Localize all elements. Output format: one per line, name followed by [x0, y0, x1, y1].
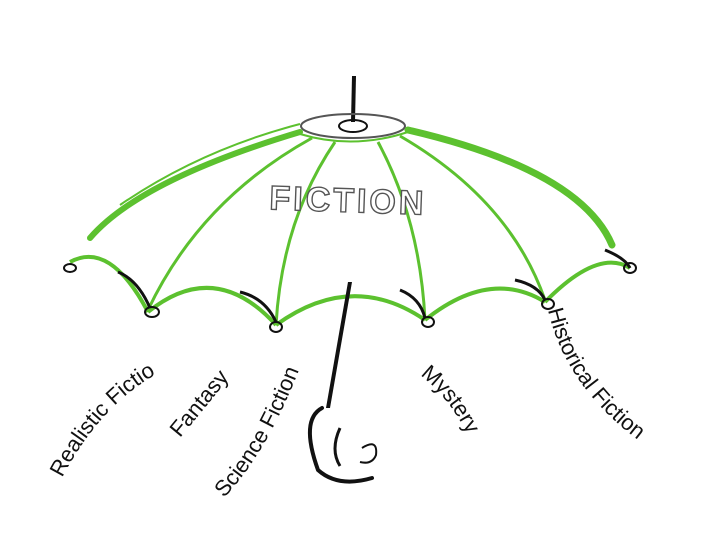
genre-realistic-fiction: Realistic Fiction [0, 0, 159, 480]
genre-label-historical-fiction: Historical Fiction [543, 305, 650, 444]
umbrella-cap-center [338, 119, 368, 133]
canopy-tip [63, 263, 77, 273]
canopy-rib [376, 141, 427, 321]
genre-label-realistic-fiction: Realistic Fiction [0, 0, 159, 480]
genre-label-mystery: Mystery [417, 360, 485, 437]
canopy-hem [543, 260, 632, 304]
diagram-title: FICTION [269, 179, 427, 222]
canopy-hem [146, 285, 278, 327]
canopy-hem [274, 294, 427, 327]
canopy-tip [623, 262, 637, 274]
umbrella-tip [351, 76, 356, 122]
genre-label-fantasy: Fantasy [165, 365, 234, 441]
canopy-rib [399, 134, 547, 301]
canopy-outline-right [404, 126, 616, 249]
canopy-tip [541, 298, 555, 310]
genre-historical-fiction: Historical Fiction [543, 305, 650, 444]
canopy-rib [146, 136, 313, 311]
umbrella-top-cap [300, 113, 406, 139]
genre-fantasy: Fantasy [165, 365, 234, 441]
canopy-inner-line [119, 123, 301, 206]
canopy-tip [421, 316, 435, 328]
umbrella-shaft [326, 282, 352, 408]
canopy-tip [144, 306, 160, 318]
umbrella-handle [307, 406, 374, 484]
canopy-outline [87, 129, 303, 241]
canopy-rib [274, 141, 337, 326]
canopy-tip [269, 321, 283, 333]
canopy-hem [69, 254, 150, 313]
canopy-hem [423, 286, 547, 322]
genre-mystery: Mystery [417, 360, 485, 437]
